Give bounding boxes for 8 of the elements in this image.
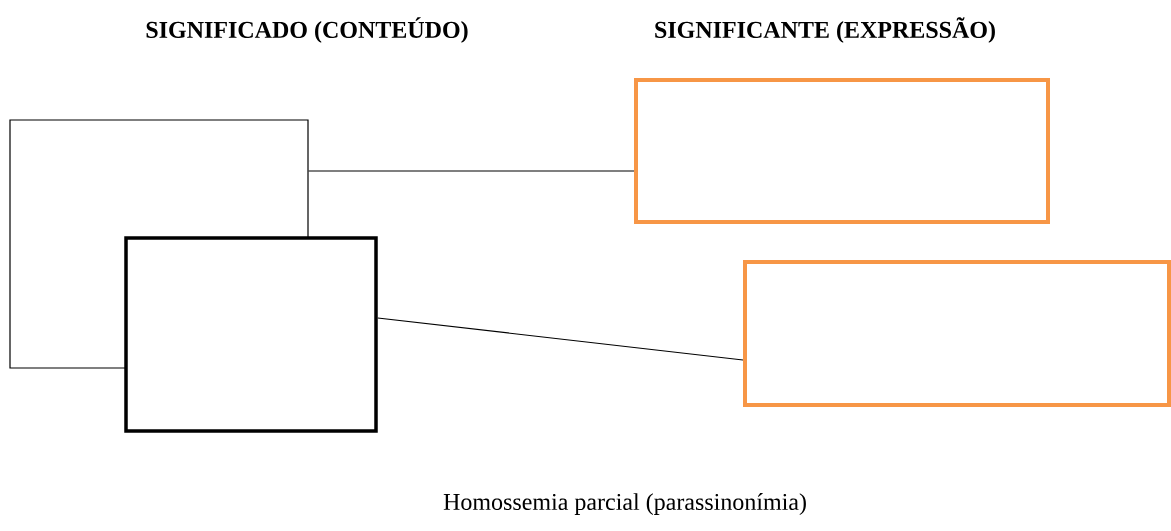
caption-text: Homossemia parcial (parassinonímia) (443, 493, 806, 515)
column-heading: SIGNIFICANTE (EXPRESSÃO) (655, 17, 995, 43)
connector-line (308, 170, 635, 172)
connector-line (377, 317, 744, 361)
column-heading: SIGNIFICADO (CONTEÚDO) (146, 17, 468, 43)
empty-box (124, 236, 378, 433)
empty-box (634, 78, 1050, 224)
empty-box (743, 260, 1171, 407)
